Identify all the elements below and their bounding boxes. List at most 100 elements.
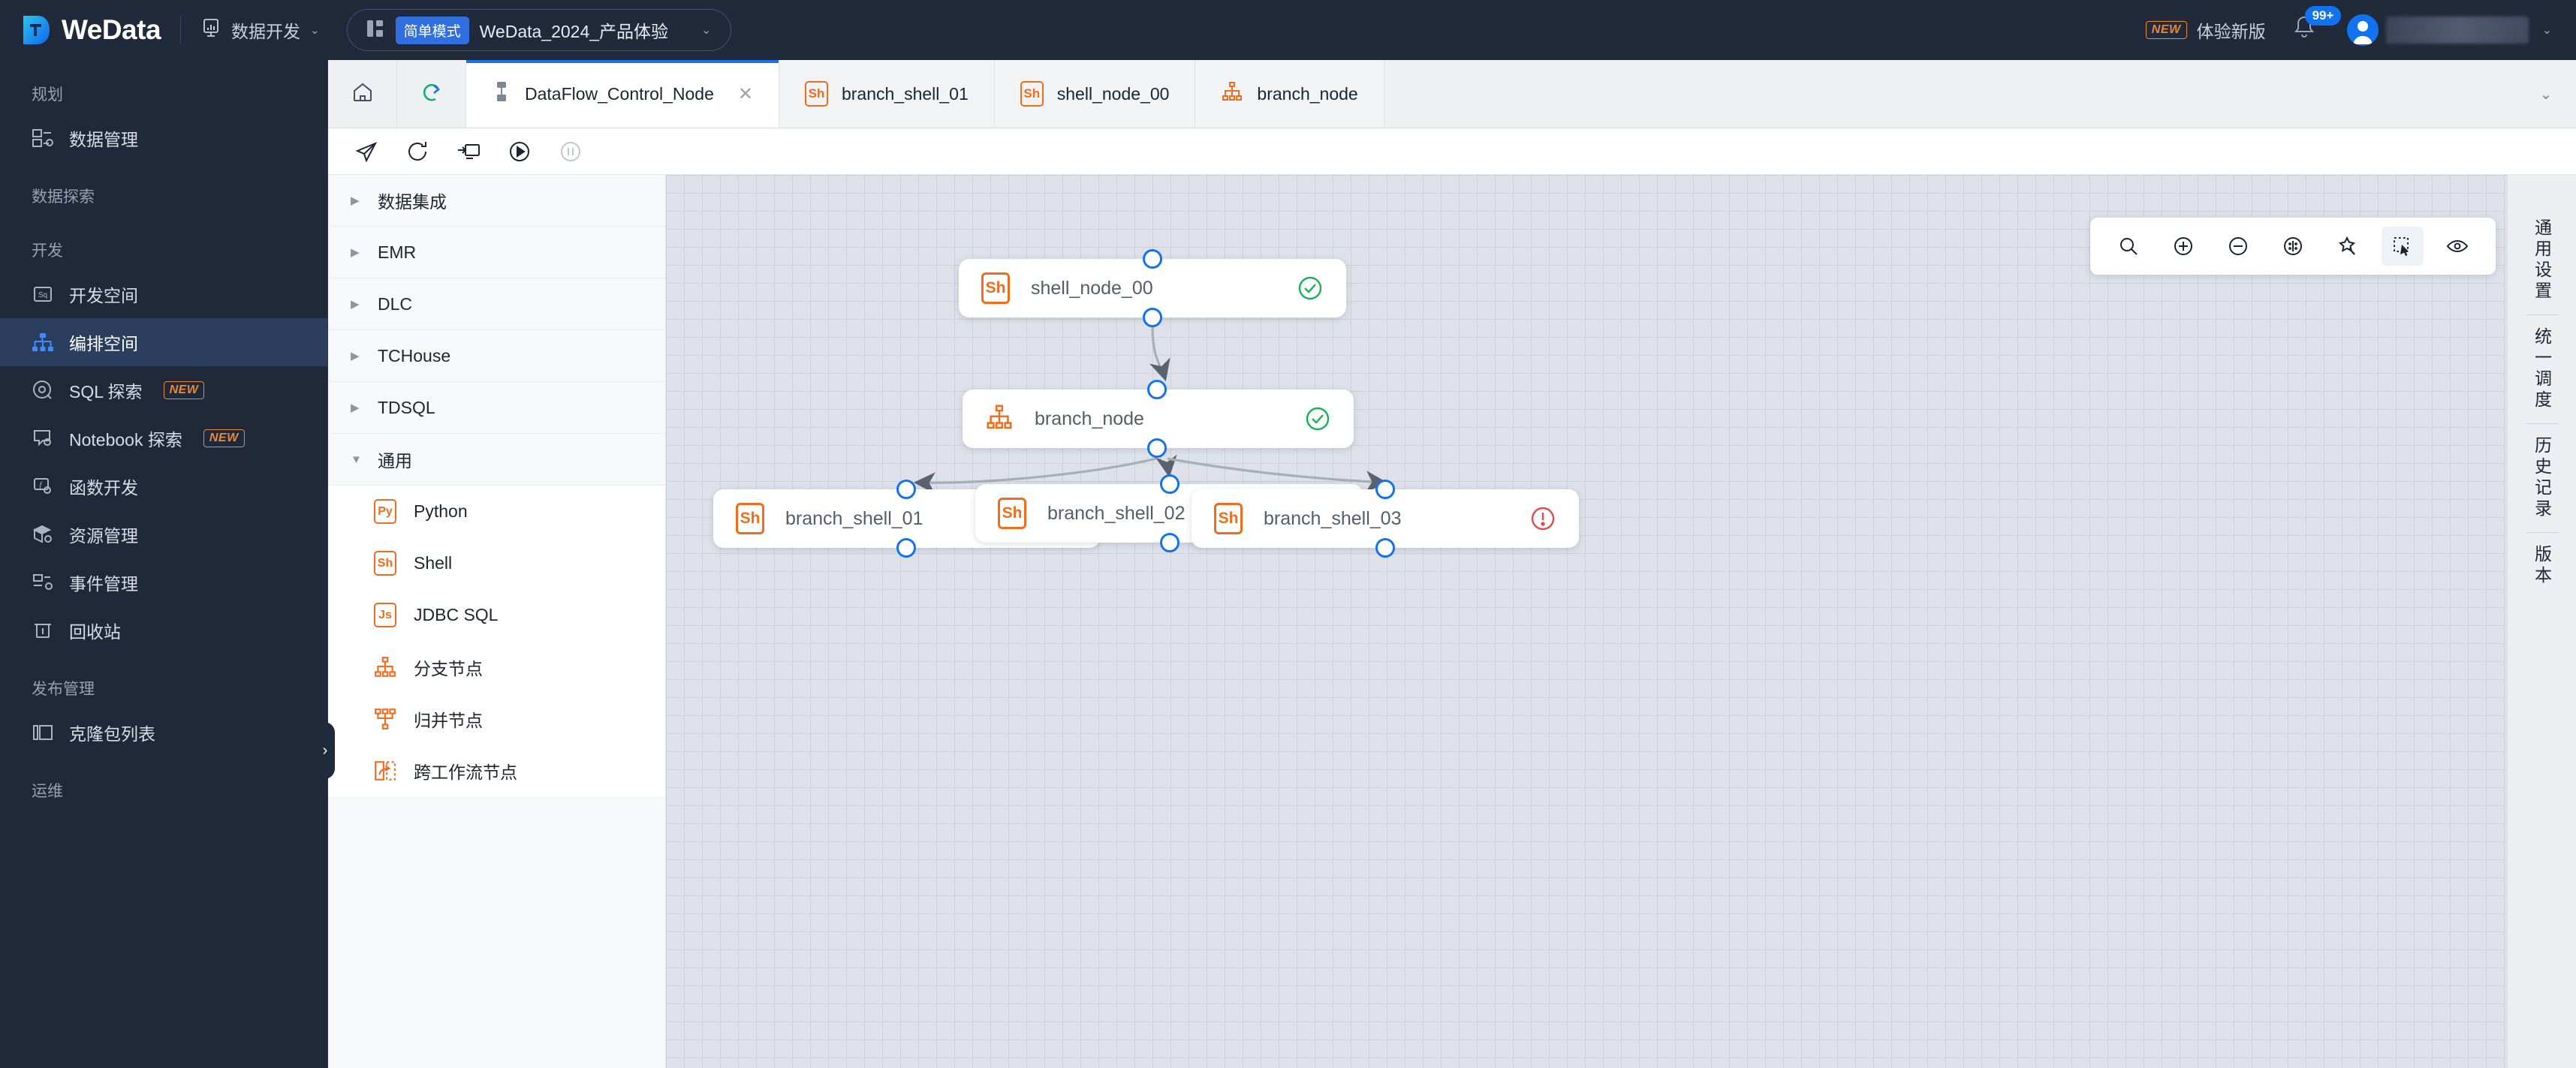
node-palette: ▶ 数据集成 ▶ EMR ▶ DLC ▶ TCHouse ▶ TDSQL ▼ 通…: [328, 175, 666, 1068]
sidebar-item-resource-management[interactable]: 资源管理: [0, 510, 327, 558]
project-mode-badge: 简单模式: [395, 16, 469, 44]
node-port-bottom[interactable]: [1375, 538, 1395, 558]
palette-category-dlc[interactable]: ▶ DLC: [328, 278, 665, 330]
cross-workflow-node-icon: [373, 758, 397, 784]
chevron-down-icon: ⌄: [701, 24, 712, 37]
zoom-in-icon[interactable]: [2162, 227, 2204, 266]
wedata-logo-icon: [21, 14, 51, 47]
palette-item-label: 跨工作流节点: [414, 762, 517, 782]
node-label: branch_shell_01: [785, 507, 923, 529]
sidebar-group-title: 发布管理: [32, 681, 95, 698]
palette-category-data-integration[interactable]: ▶ 数据集成: [328, 175, 665, 227]
sidebar-item-recycle-bin[interactable]: 回收站: [0, 606, 327, 654]
node-port-top[interactable]: [1147, 380, 1167, 399]
palette-collapse-handle[interactable]: ›: [315, 722, 335, 779]
submit-icon[interactable]: [354, 139, 379, 164]
sidebar-group-title: 规划: [32, 86, 63, 104]
palette-category-emr[interactable]: ▶ EMR: [328, 227, 665, 278]
shell-icon: Sh: [1214, 503, 1243, 534]
status-success-icon: [1304, 405, 1331, 432]
rail-item-history[interactable]: 历史记录: [2532, 436, 2552, 520]
node-port-bottom[interactable]: [1143, 308, 1162, 327]
pause-icon[interactable]: [558, 139, 583, 164]
notifications-button[interactable]: 99+: [2291, 6, 2342, 47]
box-select-icon[interactable]: [2382, 227, 2424, 266]
node-port-top[interactable]: [1160, 474, 1180, 494]
shell-icon: Sh: [981, 272, 1010, 304]
sidebar-group-title: 开发: [32, 242, 63, 260]
preview-eye-icon[interactable]: [2436, 227, 2478, 266]
zoom-out-icon[interactable]: [2217, 227, 2259, 266]
header-right-actions: NEW 体验新版 99+: [2145, 6, 2552, 47]
clone-package-icon: [32, 721, 54, 744]
sidebar-item-clone-package-list[interactable]: 克隆包列表: [0, 708, 327, 757]
workflow-canvas[interactable]: Sh shell_node_00 branch_node: [666, 175, 2507, 1068]
palette-category-general[interactable]: ▼ 通用: [328, 434, 665, 486]
sidebar-item-label: 事件管理: [69, 574, 138, 594]
rail-item-version[interactable]: 版本: [2532, 545, 2552, 587]
sidebar-item-orchestration[interactable]: 编排空间: [0, 318, 327, 366]
left-sidebar: 规划 数据管理 数据探索 开发 Sq 开发空间: [0, 60, 328, 1068]
node-port-bottom[interactable]: [1160, 533, 1180, 552]
tab-shell-node-00[interactable]: Sh shell_node_00: [994, 60, 1196, 128]
palette-category-tdsql[interactable]: ▶ TDSQL: [328, 382, 665, 434]
node-port-top[interactable]: [1375, 480, 1395, 499]
search-tab-button[interactable]: [397, 60, 466, 128]
project-selector[interactable]: 简单模式 WeData_2024_产品体验 ⌄: [346, 9, 732, 51]
fit-view-icon[interactable]: [2272, 227, 2314, 266]
sidebar-item-function-dev[interactable]: f 函数开发: [0, 462, 327, 510]
editor-toolbar: [328, 128, 2576, 175]
canvas-node-branch-shell-03[interactable]: Sh branch_shell_03: [1192, 489, 1579, 548]
import-icon[interactable]: [456, 139, 481, 164]
user-menu[interactable]: ⌄: [2346, 14, 2552, 46]
palette-item-label: JDBC SQL: [414, 605, 499, 624]
tab-branch-shell-01[interactable]: Sh branch_shell_01: [779, 60, 995, 128]
home-tab-button[interactable]: [328, 60, 397, 128]
new-tag-badge: NEW: [203, 429, 245, 447]
close-icon[interactable]: ✕: [737, 83, 753, 104]
node-port-bottom[interactable]: [896, 538, 916, 558]
palette-item-cross-workflow-node[interactable]: 跨工作流节点: [328, 745, 665, 796]
palette-item-python[interactable]: Py Python: [328, 486, 665, 537]
brand-logo[interactable]: WeData: [21, 14, 161, 47]
tab-dataflow-control-node[interactable]: DataFlow_Control_Node ✕: [466, 60, 779, 128]
palette-category-label: 数据集成: [378, 192, 447, 212]
palette-item-shell[interactable]: Sh Shell: [328, 537, 665, 589]
bell-icon: [2291, 16, 2317, 44]
sidebar-item-data-management[interactable]: 数据管理: [0, 114, 327, 162]
sidebar-item-notebook-explore[interactable]: Notebook 探索 NEW: [0, 414, 327, 462]
palette-category-label: TCHouse: [378, 345, 451, 366]
sidebar-item-label: 开发空间: [69, 286, 138, 305]
merge-node-icon: [373, 706, 397, 732]
tab-label: shell_node_00: [1056, 83, 1170, 104]
palette-item-branch-node[interactable]: 分支节点: [328, 641, 665, 693]
project-switch-icon: [366, 19, 385, 42]
rail-divider: [2525, 532, 2559, 533]
refresh-icon[interactable]: [405, 139, 430, 164]
node-port-top[interactable]: [896, 480, 916, 499]
auto-layout-icon[interactable]: [2327, 227, 2369, 266]
run-icon[interactable]: [507, 139, 532, 164]
palette-category-label: 通用: [378, 451, 412, 471]
rail-item-general-settings[interactable]: 通用设置: [2532, 218, 2552, 302]
palette-category-label: DLC: [378, 293, 413, 314]
palette-category-tchouse[interactable]: ▶ TCHouse: [328, 330, 665, 382]
palette-item-merge-node[interactable]: 归并节点: [328, 693, 665, 745]
project-name: WeData_2024_产品体验: [479, 22, 669, 41]
branch-icon: [1221, 80, 1243, 107]
sidebar-item-event-management[interactable]: 事件管理: [0, 558, 327, 606]
tabbar-overflow-button[interactable]: ⌄: [2516, 60, 2576, 128]
product-menu[interactable]: 数据开发 ⌄: [200, 17, 320, 43]
rail-item-unified-schedule[interactable]: 统一调度: [2532, 327, 2552, 411]
tab-branch-node[interactable]: branch_node: [1195, 60, 1384, 128]
tab-label: branch_node: [1257, 83, 1358, 104]
palette-item-jdbc-sql[interactable]: Js JDBC SQL: [328, 589, 665, 641]
node-port-top[interactable]: [1143, 249, 1162, 269]
node-port-bottom[interactable]: [1147, 438, 1167, 458]
node-label: branch_shell_02: [1047, 502, 1186, 524]
sidebar-item-dev-space[interactable]: Sq 开发空间: [0, 270, 327, 318]
search-icon[interactable]: [2107, 227, 2150, 266]
sidebar-item-sql-explore[interactable]: SQL 探索 NEW: [0, 366, 327, 414]
experience-new-button[interactable]: NEW 体验新版: [2145, 17, 2266, 43]
notification-count-badge: 99+: [2304, 6, 2342, 26]
